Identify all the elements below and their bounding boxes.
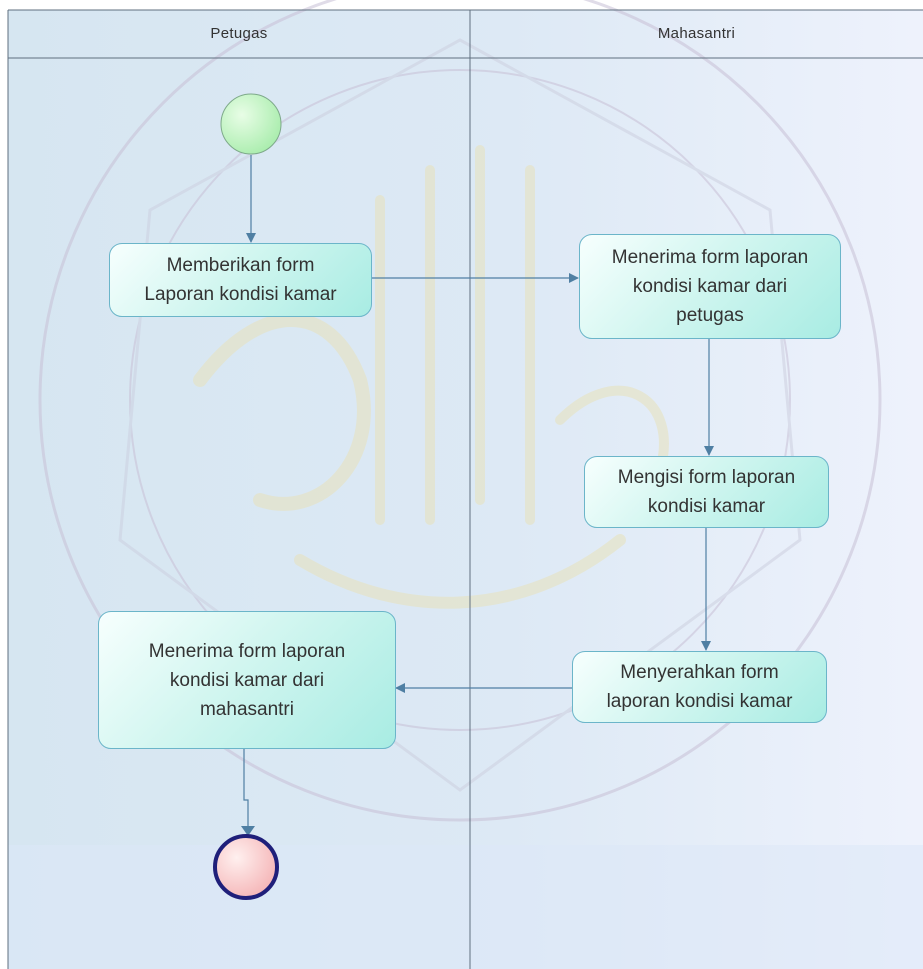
activity-menyerahkan-form: Menyerahkan form laporan kondisi kamar [572,651,827,723]
activity-memberikan-form: Memberikan form Laporan kondisi kamar [109,243,372,317]
end-node [213,834,279,900]
start-node [220,93,282,155]
flow-menerima-to-end [243,749,249,830]
lane-title-petugas: Petugas [210,25,268,42]
flow-end-arrowhead [241,826,255,836]
activity-menerima-form-dari-petugas: Menerima form laporan kondisi kamar dari… [579,234,841,339]
activity-menerima-form-dari-mahasantri: Menerima form laporan kondisi kamar dari… [98,611,396,749]
activity-mengisi-form: Mengisi form laporan kondisi kamar [584,456,829,528]
lane-title-mahasantri: Mahasantri [657,25,736,42]
watermark-seal [38,0,882,822]
swimlane-lower-band [8,845,923,969]
